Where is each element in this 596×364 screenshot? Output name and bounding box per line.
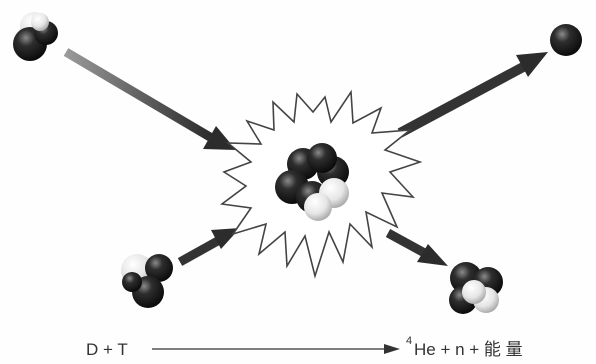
equation-arrow-head bbox=[384, 344, 400, 354]
equation-reactants: D + T bbox=[86, 340, 128, 359]
arrow-incoming-tritium bbox=[180, 228, 240, 262]
equation-mass-number: 4 bbox=[406, 335, 412, 347]
arrow-outgoing-helium bbox=[388, 233, 448, 266]
arrow-outgoing-neutron bbox=[400, 52, 548, 133]
equation-products: He + n + 能 量 bbox=[414, 340, 523, 359]
reaction-equation: D + T 4 He + n + 能 量 bbox=[86, 335, 523, 359]
tritium-particle bbox=[121, 254, 173, 308]
helium-particle bbox=[449, 262, 503, 314]
arrow-incoming-deuterium bbox=[66, 52, 236, 150]
neutron-particle bbox=[550, 24, 582, 56]
deuterium-particle bbox=[13, 12, 58, 61]
